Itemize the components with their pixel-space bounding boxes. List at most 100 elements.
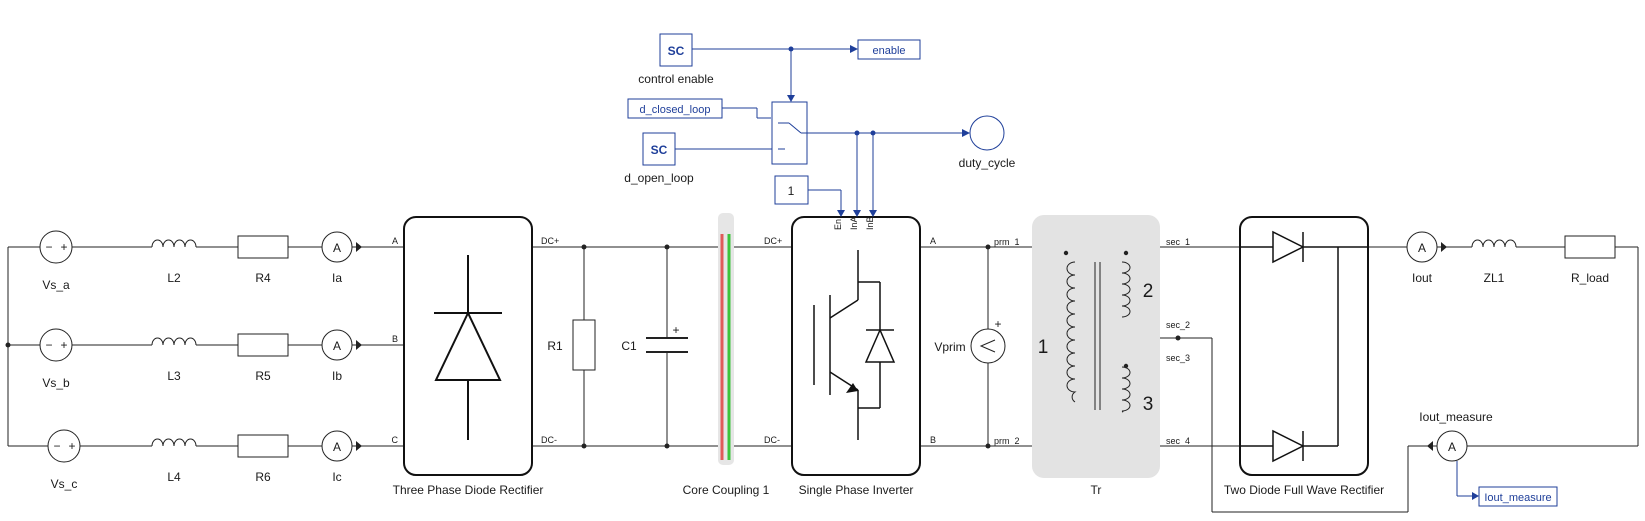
svg-text:A: A [333,440,341,454]
capacitor-c1[interactable]: + C1 [621,323,688,353]
resistor-label-r4: R4 [255,271,271,285]
ammeter-ib[interactable]: A Ib [321,329,362,383]
port-sec1: sec_1 [1166,237,1190,247]
signal-switch[interactable] [771,101,808,165]
port-inb: InB [865,216,875,230]
port-ina: InA [849,216,859,230]
ammeter-ia[interactable]: A Ia [321,231,362,285]
inv-port-dc-plus: DC+ [764,236,782,246]
inductor-label-zl1: ZL1 [1484,271,1505,285]
svg-text:−: − [45,240,52,254]
ammeter-label-iout-measure: Iout_measure [1419,410,1493,424]
svg-text:+: + [60,338,67,352]
svg-text:A: A [333,241,341,255]
port-dc-plus: DC+ [541,236,559,246]
winding-number-3: 3 [1143,394,1154,415]
port-sec3: sec_3 [1166,353,1190,363]
svg-text:+: + [672,323,679,337]
scope-block-d-open-loop[interactable]: SC d_open_loop [624,132,694,185]
ammeter-label-ia: Ia [332,271,342,285]
svg-text:A: A [1448,440,1456,454]
transformer-label: Tr [1091,483,1102,497]
voltage-source-b[interactable]: − + Vs_b [39,328,73,390]
inductor-l3[interactable]: L3 [151,337,197,383]
resistor-label-rload: R_load [1571,271,1609,285]
port-c: C [392,435,399,445]
coupling-label: Core Coupling 1 [683,483,770,497]
ammeter-ic[interactable]: A Ic [321,430,362,484]
rectifier-label: Three Phase Diode Rectifier [393,483,544,497]
inv-port-dc-minus: DC- [764,435,780,445]
source-label-c: Vs_c [51,477,78,491]
winding-number-2: 2 [1143,281,1154,302]
d-open-loop-label: d_open_loop [624,171,694,185]
voltmeter-label: Vprim [934,340,965,354]
d-closed-loop-tag[interactable]: d_closed_loop [627,98,723,119]
resistor-label-r1: R1 [547,339,563,353]
d-closed-loop-label: d_closed_loop [640,104,711,116]
voltmeter-vprim[interactable]: + Vprim [934,317,1006,364]
constant-value: 1 [788,184,795,198]
ammeter-iout[interactable]: A Iout [1406,231,1447,285]
resistor-r6[interactable]: R6 [237,434,289,484]
capacitor-label: C1 [621,339,637,353]
inductor-l4[interactable]: L4 [151,438,197,484]
sc-label-1: SC [668,44,685,58]
resistor-label-r6: R6 [255,470,271,484]
inductor-label-l2: L2 [167,271,181,285]
core-coupling-block[interactable]: Core Coupling 1 [683,213,770,497]
svg-text:A: A [1418,241,1426,255]
port-prm1: prm_1 [994,237,1020,247]
winding-number-1: 1 [1038,337,1049,358]
resistor-r1[interactable]: R1 [547,319,596,371]
scope-block-control-enable[interactable]: SC control enable [638,33,714,86]
port-prm2: prm_2 [994,436,1020,446]
svg-text:+: + [68,439,75,453]
resistor-r5[interactable]: R5 [237,333,289,383]
control-wires [692,45,1479,500]
inv-port-a: A [930,236,936,246]
resistor-r4[interactable]: R4 [237,235,289,285]
duty-cycle-label: duty_cycle [959,156,1016,170]
junction-dots [5,244,1181,449]
svg-text:−: − [45,338,52,352]
port-sec2: sec_2 [1166,320,1190,330]
inductor-l2[interactable]: L2 [151,239,197,285]
ammeter-label-ib: Ib [332,369,342,383]
ammeter-iout-measure[interactable]: A Iout_measure [1419,410,1493,462]
resistor-label-r5: R5 [255,369,271,383]
iout-measure-tag-label: Iout_measure [1484,492,1551,504]
duty-cycle-output[interactable]: duty_cycle [959,115,1016,170]
port-en: En [833,219,843,230]
svg-text:+: + [60,240,67,254]
inverter-label: Single Phase Inverter [799,483,914,497]
enable-tag-label: enable [872,45,905,57]
svg-text:A: A [333,339,341,353]
port-dc-minus: DC- [541,435,557,445]
voltage-source-c[interactable]: − + Vs_c [47,429,81,491]
inductor-label-l3: L3 [167,369,181,383]
svg-text:+: + [994,317,1001,331]
port-a: A [392,236,398,246]
full-wave-rectifier-block[interactable]: Two Diode Full Wave Rectifier [1224,216,1384,497]
resistor-rload[interactable]: R_load [1564,235,1616,285]
source-label-a: Vs_a [42,278,70,292]
control-enable-label: control enable [638,72,714,86]
source-label-b: Vs_b [42,376,70,390]
port-b: B [392,334,398,344]
inductor-label-l4: L4 [167,470,181,484]
port-sec4: sec_4 [1166,436,1190,446]
transformer-block[interactable]: 1 2 3 Tr [1032,215,1160,497]
inductor-zl1[interactable]: ZL1 [1471,239,1517,285]
voltage-source-a[interactable]: − + Vs_a [39,230,73,292]
ammeter-label-ic: Ic [332,470,341,484]
iout-measure-tag[interactable]: Iout_measure [1478,486,1558,507]
control-junctions [788,46,876,136]
single-phase-inverter-block[interactable]: DC+ DC- A B Single Phase Inverter [764,216,936,497]
enable-tag[interactable]: enable [857,39,921,60]
three-phase-rectifier-block[interactable]: A B C DC+ DC- Three Phase Diode Rectifie… [392,216,560,497]
constant-block[interactable]: 1 [774,175,809,205]
sc-label-2: SC [651,143,668,157]
svg-text:−: − [53,439,60,453]
